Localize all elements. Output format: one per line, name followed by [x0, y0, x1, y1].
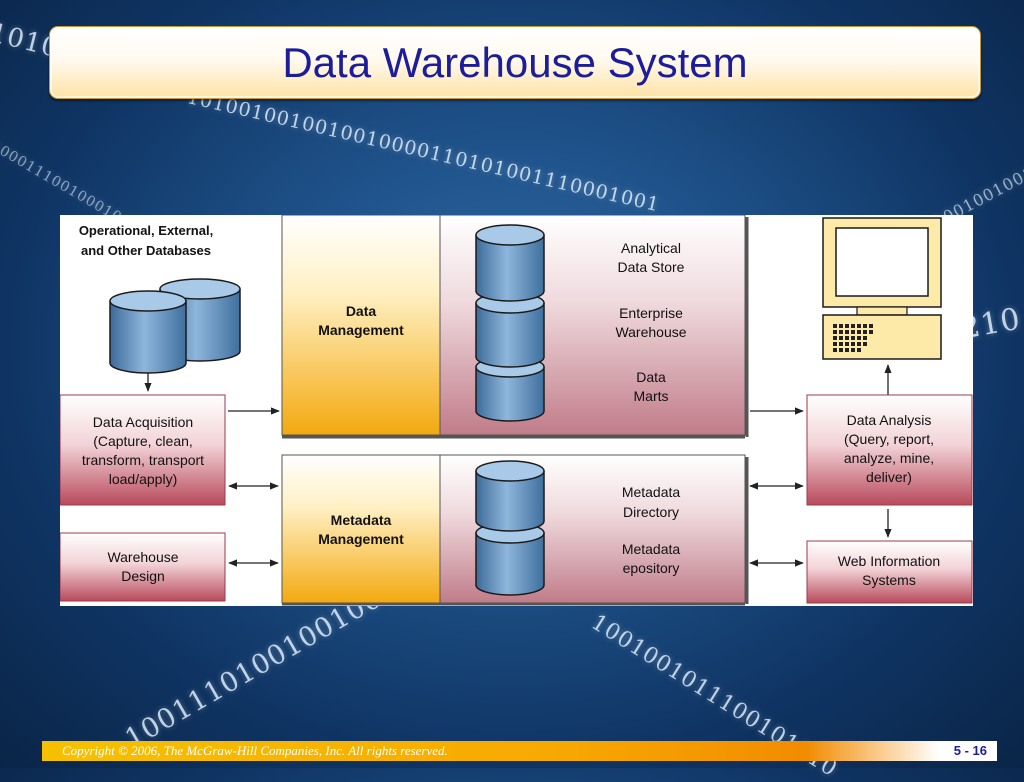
keyboard-key — [833, 342, 837, 346]
data-management-line-1: Data — [346, 303, 377, 319]
acquisition-line-1: Data Acquisition — [93, 414, 193, 430]
data-acquisition-box — [59, 394, 226, 506]
metadata-store-icon — [475, 460, 545, 596]
data-management-box — [281, 214, 441, 436]
keyboard-key — [863, 342, 867, 346]
acquisition-line-3: transform, transport — [82, 452, 204, 468]
keyboard-key — [833, 348, 837, 352]
keyboard-key — [851, 336, 855, 340]
keyboard-key — [857, 348, 861, 352]
web-information-systems-box — [806, 540, 973, 604]
enterprise-warehouse-line-1: Enterprise — [619, 305, 683, 321]
copyright-notice: Copyright © 2006, The McGraw-Hill Compan… — [62, 743, 448, 758]
analysis-line-3: analyze, mine, — [844, 450, 934, 466]
keyboard-key — [833, 324, 837, 328]
data-marts-line-2: Marts — [634, 388, 669, 404]
keyboard-key — [839, 336, 843, 340]
keyboard-key — [833, 336, 837, 340]
keyboard-key — [857, 342, 861, 346]
metadata-management-line-1: Metadata — [331, 512, 392, 528]
keyboard-key — [845, 348, 849, 352]
keyboard-key — [851, 324, 855, 328]
keyboard-key — [851, 348, 855, 352]
metadata-repository-line-1: Metadata — [622, 541, 681, 557]
keyboard-key — [839, 348, 843, 352]
title-bar: Data Warehouse System — [49, 26, 981, 99]
metadata-management-line-2: Management — [318, 531, 404, 547]
enterprise-warehouse-line-2: Warehouse — [615, 324, 686, 340]
keyboard-key — [851, 330, 855, 334]
keyboard-key — [857, 324, 861, 328]
data-marts-line-1: Data — [636, 369, 666, 385]
keyboard-key — [863, 330, 867, 334]
keyboard-key — [857, 330, 861, 334]
keyboard-key — [851, 342, 855, 346]
source-db-label-line-2: and Other Databases — [81, 243, 211, 258]
binary-decoration: 1010010010010010000110101001110001001 — [185, 86, 662, 217]
analytical-store-line-1: Analytical — [621, 240, 681, 256]
keyboard-key — [839, 330, 843, 334]
keyboard-key — [839, 324, 843, 328]
warehouse-design-box — [59, 532, 226, 602]
page-number: 5 - 16 — [953, 743, 987, 758]
analysis-line-1: Data Analysis — [847, 412, 932, 428]
analysis-line-2: (Query, report, — [844, 431, 934, 447]
metadata-management-box — [281, 454, 441, 604]
keyboard-key — [857, 336, 861, 340]
metadata-directory-line-2: Directory — [623, 504, 679, 520]
data-warehouse-diagram: Operational, External, and Other Databas… — [59, 214, 973, 606]
analysis-line-4: deliver) — [866, 469, 912, 485]
keyboard-key — [869, 324, 873, 328]
slide-title: Data Warehouse System — [282, 38, 748, 86]
keyboard-key — [845, 342, 849, 346]
diagram-panel: Operational, External, and Other Databas… — [59, 214, 973, 606]
web-systems-line-1: Web Information — [838, 553, 940, 569]
keyboard-key — [839, 342, 843, 346]
data-analysis-box — [806, 394, 973, 506]
data-management-line-2: Management — [318, 322, 404, 338]
analytical-store-line-2: Data Store — [618, 259, 685, 275]
keyboard-key — [869, 330, 873, 334]
warehouse-design-line-1: Warehouse — [107, 549, 178, 565]
keyboard-key — [845, 324, 849, 328]
acquisition-line-4: load/apply) — [109, 471, 178, 487]
keyboard-key — [845, 330, 849, 334]
keyboard-key — [833, 330, 837, 334]
metadata-directory-line-1: Metadata — [622, 484, 681, 500]
footer-bar: Copyright © 2006, The McGraw-Hill Compan… — [42, 741, 997, 761]
warehouse-design-line-2: Design — [121, 568, 165, 584]
source-database-icon — [109, 278, 241, 374]
metadata-repository-line-2: epository — [623, 560, 680, 576]
web-systems-line-2: Systems — [862, 572, 916, 588]
keyboard-key — [863, 336, 867, 340]
source-db-label-line-1: Operational, External, — [79, 223, 213, 238]
data-store-icon — [475, 224, 545, 422]
acquisition-line-2: (Capture, clean, — [93, 433, 193, 449]
computer-icon — [822, 217, 942, 360]
keyboard-key — [845, 336, 849, 340]
keyboard-key — [863, 324, 867, 328]
